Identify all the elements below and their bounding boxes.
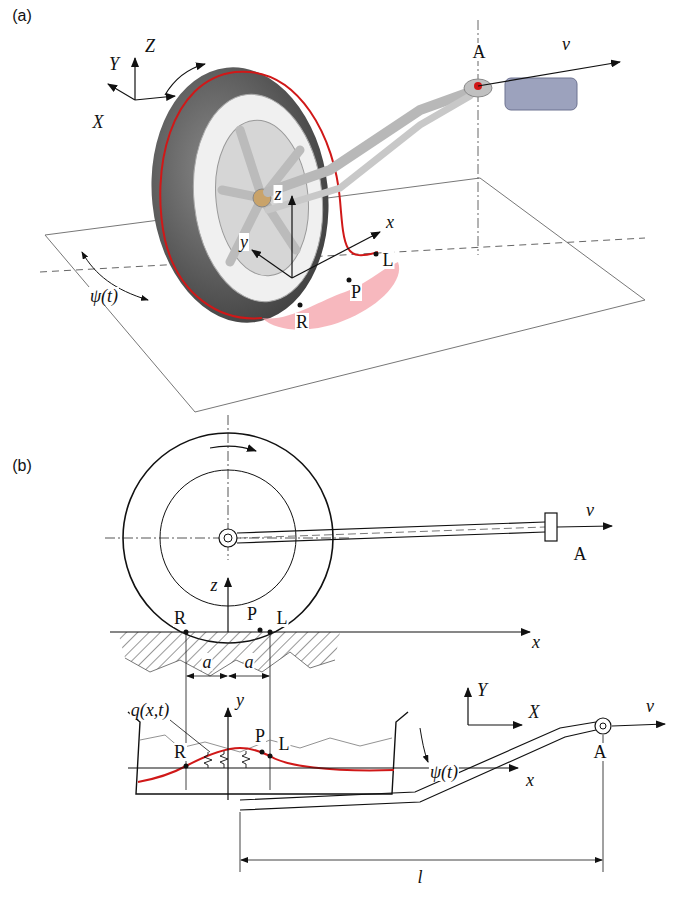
point-label: A [573, 545, 588, 563]
point-label: A [593, 743, 608, 761]
variable-label: x [525, 771, 535, 789]
point-label: P [254, 727, 266, 745]
variable-label: y [239, 233, 249, 251]
variable-label: z [273, 185, 282, 203]
variable-label: a [244, 653, 255, 671]
variable-label: X [92, 113, 105, 131]
variable-label: z [209, 576, 218, 594]
point-label: P [350, 283, 362, 301]
point-label: R [295, 313, 309, 331]
variable-label: Z [144, 37, 156, 55]
point-label: L [278, 735, 291, 753]
variable-label: l [416, 868, 423, 886]
point-label: L [382, 251, 395, 269]
variable-label: ψ(t) [429, 763, 459, 781]
panel-tag: (a) [11, 8, 33, 24]
variable-label: y [235, 691, 245, 709]
point-label: A [472, 43, 487, 61]
point-label: R [173, 609, 187, 627]
point-label: L [276, 609, 289, 627]
variable-label: Y [108, 55, 120, 73]
panel-tag: (b) [11, 458, 33, 474]
variable-label: Y [476, 681, 488, 699]
variable-label: v [645, 697, 655, 715]
variable-label: q(x,t) [130, 701, 170, 719]
variable-label: x [385, 213, 395, 231]
variable-label: v [561, 35, 571, 53]
point-label: R [173, 743, 187, 761]
variable-label: a [202, 653, 213, 671]
variable-label: ψ(t) [89, 287, 119, 305]
variable-label: X [528, 703, 541, 721]
point-label: P [246, 605, 258, 623]
variable-label: v [585, 501, 595, 519]
variable-label: x [531, 633, 541, 651]
